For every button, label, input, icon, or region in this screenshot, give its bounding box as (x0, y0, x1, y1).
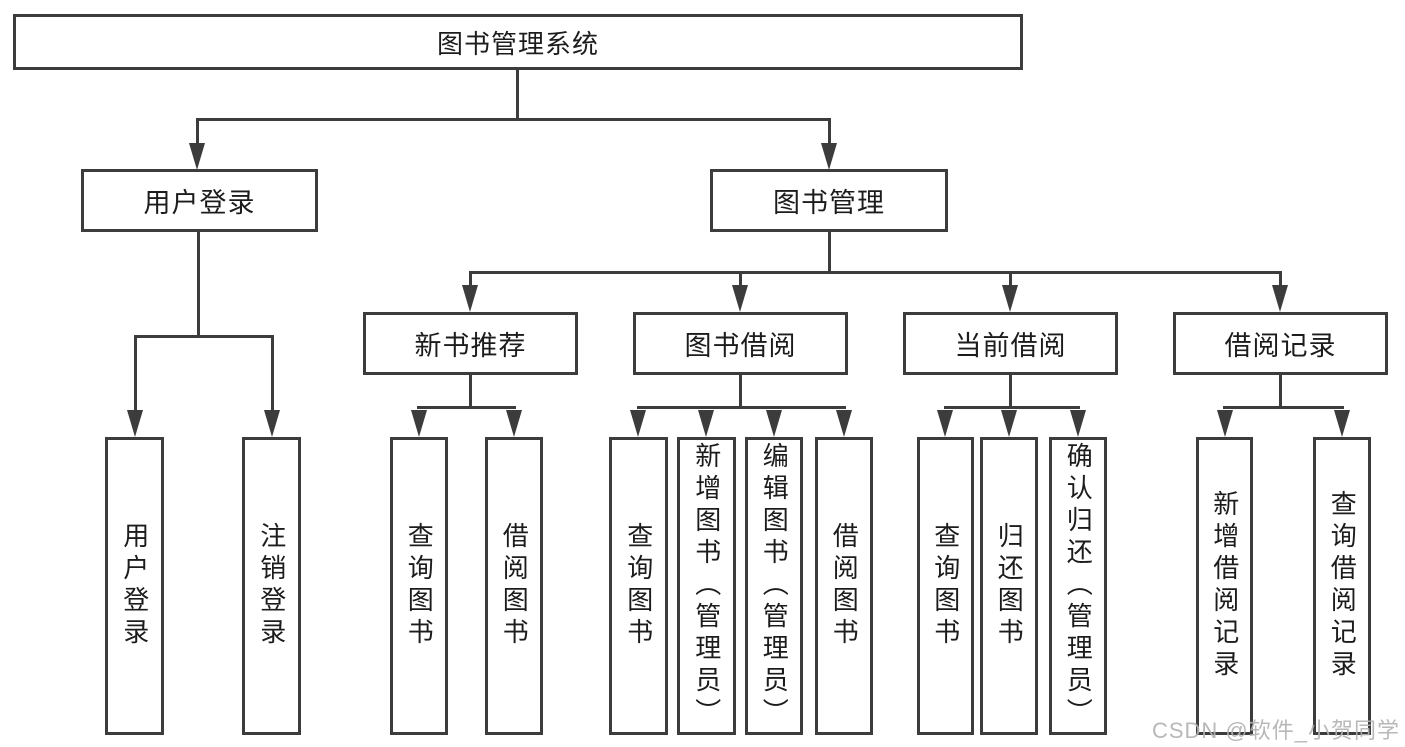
arrow-down-icon (766, 410, 782, 437)
connector-borrow-record-leafbranch (1223, 406, 1344, 409)
leaf-query-books-3: 查询图书 (917, 437, 974, 735)
node-new-book-recommend: 新书推荐 (363, 312, 578, 375)
arrow-down-icon (411, 410, 427, 437)
node-book-borrowing-label: 图书借阅 (684, 331, 797, 361)
leaf-query-books-1: 查询图书 (390, 437, 448, 735)
connector-new-book-stem (469, 375, 472, 408)
connector-borrow-record-drop (1279, 271, 1282, 291)
node-book-borrowing: 图书借阅 (633, 312, 848, 375)
node-new-book-recommend-label: 新书推荐 (414, 331, 527, 361)
connector-current-borrow-drop (1009, 271, 1012, 291)
leaf-query-borrow-record-label: 查询借阅记录 (1327, 490, 1358, 682)
arrow-down-icon (1272, 285, 1288, 312)
arrow-down-icon (1334, 410, 1350, 437)
arrow-down-icon (836, 410, 852, 437)
connector-book-mgmt-branch (469, 271, 1282, 274)
leaf-add-borrow-record-label: 新增借阅记录 (1209, 490, 1240, 682)
arrow-down-icon (264, 410, 280, 437)
arrow-down-icon (821, 143, 837, 170)
connector-book-borrow-drop (739, 271, 742, 291)
leaf-logout: 注销登录 (242, 437, 301, 735)
connector-root-branch (196, 118, 831, 121)
arrow-down-icon (630, 410, 646, 437)
leaf-user-login-label: 用户登录 (119, 522, 150, 650)
node-root-label: 图书管理系统 (436, 28, 599, 59)
leaf-return-books-label: 归还图书 (994, 522, 1025, 650)
leaf-confirm-return-admin: 确认归还（管理员） (1049, 437, 1107, 735)
arrow-down-icon (127, 410, 143, 437)
connector-leaf-login-drop (134, 335, 137, 413)
connector-new-book-drop (469, 271, 472, 291)
node-current-borrowing-label: 当前借阅 (954, 331, 1067, 361)
arrow-down-icon (189, 143, 205, 170)
connector-current-borrow-stem (1009, 375, 1012, 408)
node-user-login-label: 用户登录 (143, 188, 256, 218)
node-borrow-records: 借阅记录 (1173, 312, 1388, 375)
leaf-query-borrow-record: 查询借阅记录 (1313, 437, 1371, 735)
leaf-query-books-1-label: 查询图书 (404, 522, 435, 650)
connector-new-book-leafbranch (417, 406, 516, 409)
connector-book-mgmt-drop (828, 118, 831, 148)
leaf-add-book-admin: 新增图书（管理员） (677, 437, 736, 735)
leaf-confirm-return-admin-label: 确认归还（管理员） (1063, 442, 1094, 730)
leaf-query-books-3-label: 查询图书 (930, 522, 961, 650)
connector-book-mgmt-stem (828, 232, 831, 273)
leaf-borrow-books-2: 借阅图书 (815, 437, 873, 735)
connector-root-stem (516, 70, 519, 120)
connector-leaf-logout-drop (271, 335, 274, 413)
arrow-down-icon (1070, 410, 1086, 437)
csdn-watermark: CSDN @软件_小贺同学 (1151, 718, 1400, 743)
leaf-query-books-2: 查询图书 (609, 437, 668, 735)
connector-user-login-branch (134, 335, 274, 338)
connector-current-borrow-leafbranch (944, 406, 1080, 409)
arrow-down-icon (937, 410, 953, 437)
arrow-down-icon (1217, 410, 1233, 437)
arrow-down-icon (698, 410, 714, 437)
arrow-down-icon (506, 410, 522, 437)
connector-book-borrow-leafbranch (637, 406, 846, 409)
node-current-borrowing: 当前借阅 (903, 312, 1118, 375)
node-root-library-system: 图书管理系统 (13, 14, 1023, 70)
connector-book-borrow-stem (739, 375, 742, 408)
leaf-borrow-books-2-label: 借阅图书 (829, 522, 860, 650)
connector-user-login-drop (196, 118, 199, 148)
connector-user-login-stem (197, 232, 200, 337)
leaf-edit-book-admin: 编辑图书（管理员） (745, 437, 803, 735)
connector-borrow-record-stem (1279, 375, 1282, 408)
node-book-management-label: 图书管理 (773, 188, 885, 218)
node-borrow-records-label: 借阅记录 (1224, 331, 1337, 361)
leaf-edit-book-admin-label: 编辑图书（管理员） (759, 442, 790, 730)
arrow-down-icon (462, 285, 478, 312)
leaf-user-login: 用户登录 (105, 437, 164, 735)
arrow-down-icon (1002, 285, 1018, 312)
leaf-logout-label: 注销登录 (256, 522, 287, 650)
leaf-borrow-books-1-label: 借阅图书 (499, 522, 530, 650)
leaf-add-book-admin-label: 新增图书（管理员） (691, 442, 722, 730)
leaf-add-borrow-record: 新增借阅记录 (1196, 437, 1253, 735)
leaf-return-books: 归还图书 (980, 437, 1038, 735)
leaf-borrow-books-1: 借阅图书 (485, 437, 543, 735)
arrow-down-icon (732, 285, 748, 312)
node-user-login: 用户登录 (81, 169, 318, 232)
node-book-management: 图书管理 (710, 169, 948, 232)
arrow-down-icon (1001, 410, 1017, 437)
leaf-query-books-2-label: 查询图书 (623, 522, 654, 650)
